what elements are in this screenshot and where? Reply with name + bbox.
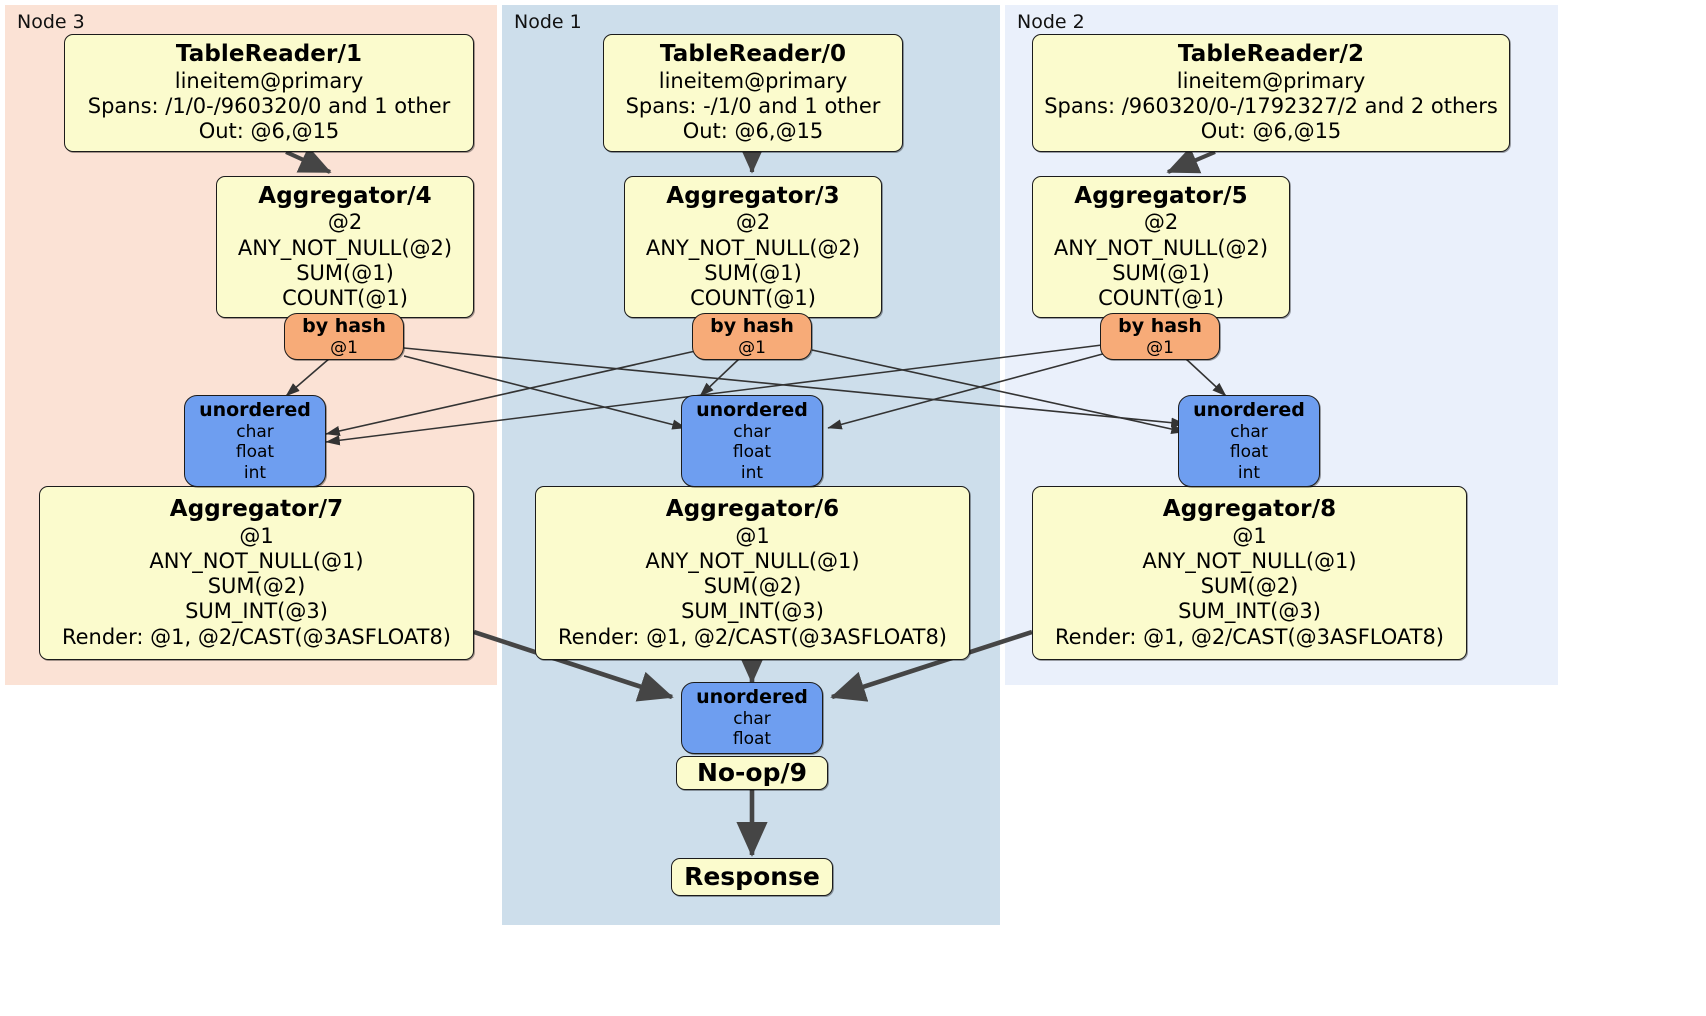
processor-title: Aggregator/3 [666, 182, 840, 209]
processor-detail-line: SUM(@1) [1112, 260, 1210, 285]
processor-detail-line: Render: @1, @2/CAST(@3ASFLOAT8) [557, 624, 948, 649]
router-detail-line: char [1230, 421, 1268, 442]
router-detail-line: @1 [1146, 337, 1174, 358]
processor-aggregator-6[interactable]: Aggregator/6 @1 ANY_NOT_NULL(@1) SUM(@2)… [535, 486, 970, 660]
processor-detail-line: lineitem@primary [174, 69, 364, 94]
processor-detail-line: @2 [327, 210, 363, 235]
router-detail-line: char [236, 421, 274, 442]
router-unordered-right[interactable]: unordered char float int [1178, 395, 1320, 487]
processor-detail-line: Spans: /960320/0-/1792327/2 and 2 others [1044, 94, 1498, 119]
router-title: unordered [696, 399, 808, 422]
router-detail-line: @1 [738, 337, 766, 358]
processor-detail-line: lineitem@primary [658, 69, 848, 94]
processor-detail-line: ANY_NOT_NULL(@2) [1053, 235, 1269, 260]
router-title: by hash [710, 314, 794, 337]
router-detail-line: float [732, 442, 772, 463]
processor-aggregator-3[interactable]: Aggregator/3 @2 ANY_NOT_NULL(@2) SUM(@1)… [624, 176, 882, 318]
processor-detail-line: lineitem@primary [1176, 69, 1366, 94]
router-title: unordered [696, 686, 808, 709]
cluster-node-2-label: Node 2 [1017, 11, 1085, 33]
cluster-node-3-label: Node 3 [17, 11, 85, 33]
processor-title: Aggregator/5 [1074, 182, 1248, 209]
processor-detail-line: SUM(@2) [703, 574, 802, 599]
processor-detail-line: Render: @1, @2/CAST(@3ASFLOAT8) [61, 624, 452, 649]
processor-detail-line: SUM(@1) [296, 260, 394, 285]
router-unordered-middle[interactable]: unordered char float int [681, 395, 823, 487]
cluster-node-1-label: Node 1 [514, 11, 582, 33]
processor-title: Aggregator/7 [169, 496, 344, 523]
router-detail-line: float [235, 442, 275, 463]
router-detail-line: float [1229, 442, 1269, 463]
processor-title: TableReader/0 [659, 41, 847, 68]
processor-detail-line: COUNT(@1) [1098, 285, 1224, 310]
router-by-hash-left[interactable]: by hash @1 [284, 313, 404, 360]
router-unordered-final[interactable]: unordered char float [681, 682, 823, 754]
processor-detail-line: SUM_INT(@3) [681, 599, 824, 624]
processor-aggregator-4[interactable]: Aggregator/4 @2 ANY_NOT_NULL(@2) SUM(@1)… [216, 176, 474, 318]
processor-detail-line: SUM(@2) [1200, 574, 1299, 599]
router-detail-line: @1 [330, 337, 358, 358]
processor-detail-line: @1 [1232, 523, 1267, 548]
processor-detail-line: SUM_INT(@3) [1178, 599, 1321, 624]
processor-detail-line: SUM(@1) [704, 260, 802, 285]
processor-detail-line: ANY_NOT_NULL(@2) [645, 235, 861, 260]
processor-detail-line: COUNT(@1) [282, 285, 408, 310]
router-title: unordered [1193, 399, 1305, 422]
processor-title: TableReader/2 [1177, 41, 1365, 68]
processor-detail-line: @1 [239, 523, 274, 548]
router-detail-line: char [733, 709, 771, 729]
processor-detail-line: COUNT(@1) [690, 285, 816, 310]
processor-detail-line: Spans: -/1/0 and 1 other [625, 94, 881, 119]
processor-detail-line: Out: @6,@15 [1200, 119, 1342, 144]
processor-aggregator-5[interactable]: Aggregator/5 @2 ANY_NOT_NULL(@2) SUM(@1)… [1032, 176, 1290, 318]
processor-title: TableReader/1 [175, 41, 363, 68]
processor-detail-line: Out: @6,@15 [682, 119, 824, 144]
router-by-hash-right[interactable]: by hash @1 [1100, 313, 1220, 360]
processor-detail-line: ANY_NOT_NULL(@1) [645, 549, 860, 574]
router-title: unordered [199, 399, 311, 422]
processor-detail-line: Render: @1, @2/CAST(@3ASFLOAT8) [1054, 624, 1445, 649]
router-detail-line: int [740, 462, 764, 483]
processor-detail-line: SUM(@2) [207, 574, 306, 599]
router-unordered-left[interactable]: unordered char float int [184, 395, 326, 487]
processor-detail-line: Spans: /1/0-/960320/0 and 1 other [87, 94, 451, 119]
processor-aggregator-7[interactable]: Aggregator/7 @1 ANY_NOT_NULL(@1) SUM(@2)… [39, 486, 474, 660]
router-detail-line: int [1237, 462, 1261, 483]
processor-detail-line: ANY_NOT_NULL(@2) [237, 235, 453, 260]
router-detail-line: int [243, 462, 267, 483]
processor-title: Aggregator/8 [1162, 496, 1337, 523]
processor-detail-line: @2 [735, 210, 771, 235]
processor-title: Aggregator/4 [258, 182, 432, 209]
router-detail-line: char [733, 421, 771, 442]
router-title: by hash [302, 314, 386, 337]
processor-detail-line: @2 [1143, 210, 1179, 235]
processor-detail-line: @1 [735, 523, 770, 548]
processor-detail-line: ANY_NOT_NULL(@1) [149, 549, 364, 574]
processor-detail-line: ANY_NOT_NULL(@1) [1142, 549, 1357, 574]
processor-title: No-op/9 [696, 758, 808, 787]
router-title: by hash [1118, 314, 1202, 337]
router-by-hash-middle[interactable]: by hash @1 [692, 313, 812, 360]
processor-title: Aggregator/6 [665, 496, 840, 523]
processor-title: Response [684, 862, 820, 891]
processor-detail-line: SUM_INT(@3) [185, 599, 328, 624]
router-detail-line: float [732, 729, 772, 750]
processor-aggregator-8[interactable]: Aggregator/8 @1 ANY_NOT_NULL(@1) SUM(@2)… [1032, 486, 1467, 660]
processor-tablereader-2[interactable]: TableReader/2 lineitem@primary Spans: /9… [1032, 34, 1510, 152]
processor-tablereader-1[interactable]: TableReader/1 lineitem@primary Spans: /1… [64, 34, 474, 152]
processor-tablereader-0[interactable]: TableReader/0 lineitem@primary Spans: -/… [603, 34, 903, 152]
processor-no-op-9[interactable]: No-op/9 [676, 756, 828, 790]
processor-detail-line: Out: @6,@15 [198, 119, 340, 144]
processor-response[interactable]: Response [671, 858, 833, 896]
